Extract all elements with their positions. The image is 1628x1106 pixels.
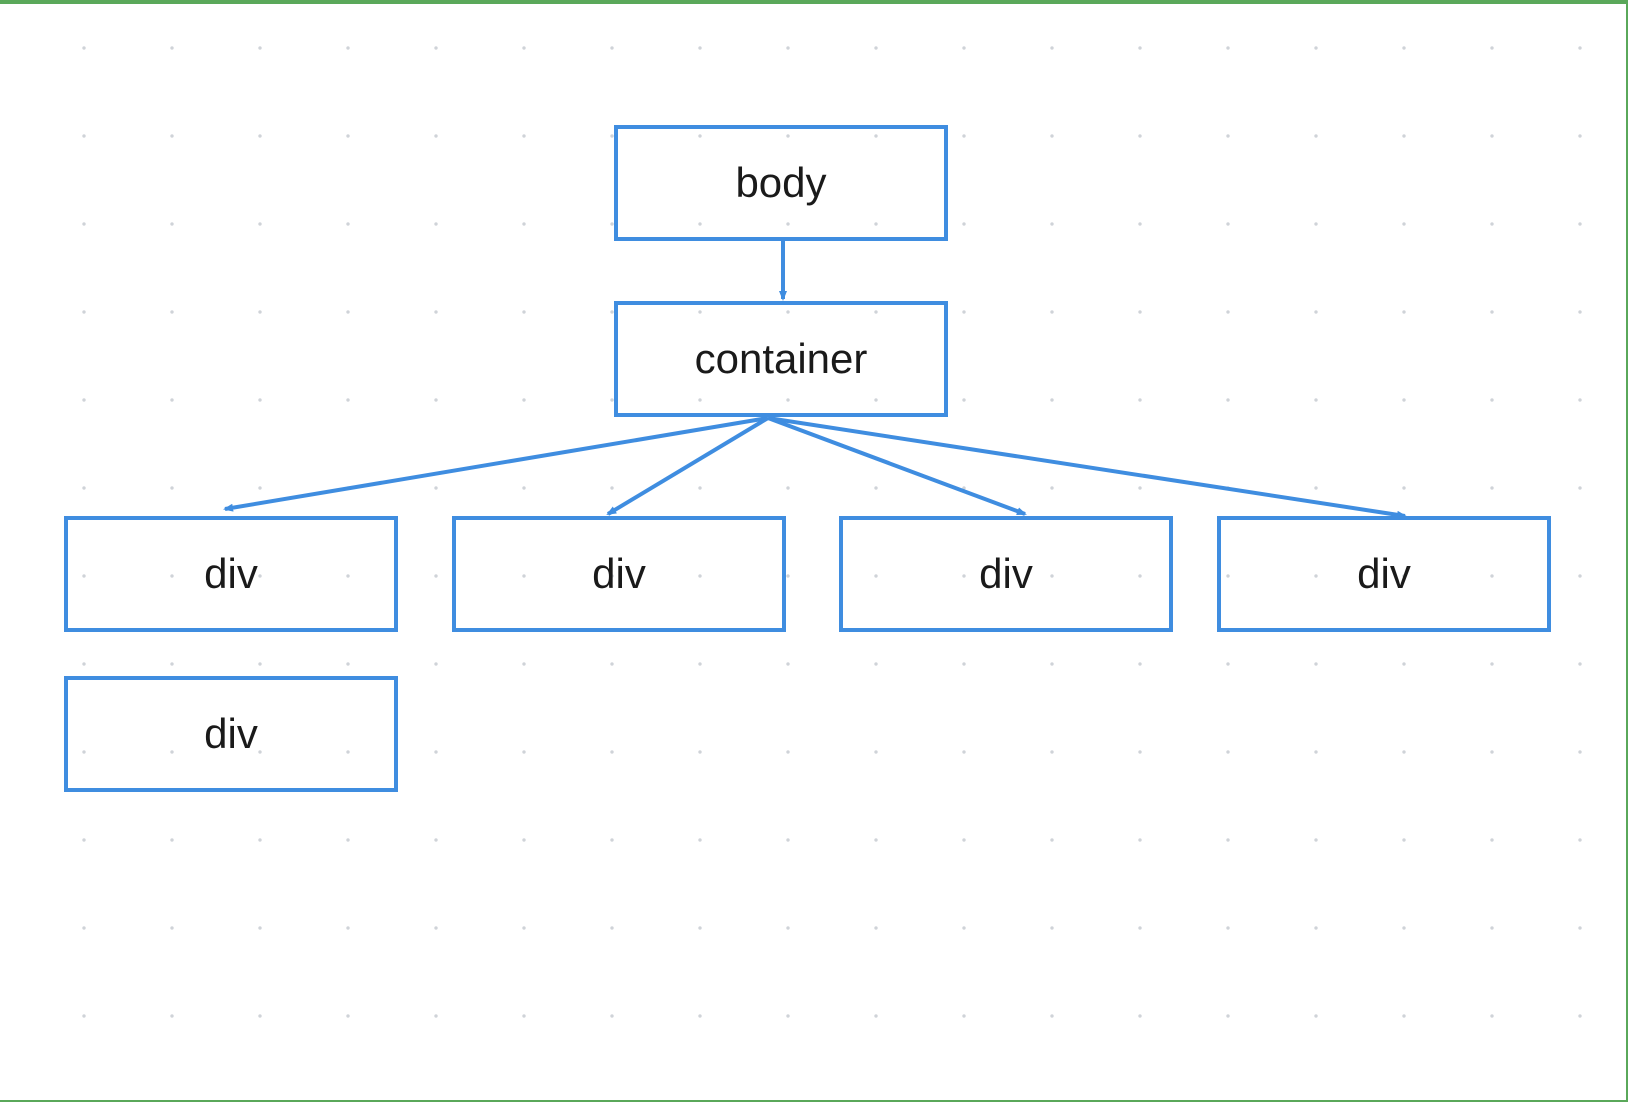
node-div-1[interactable]: div	[64, 516, 398, 632]
node-div-3[interactable]: div	[839, 516, 1173, 632]
node-label: div	[204, 710, 258, 757]
node-div-2[interactable]: div	[452, 516, 786, 632]
node-label: div	[979, 550, 1033, 597]
edge-layer	[223, 241, 1407, 519]
node-label: div	[204, 550, 258, 597]
edge-container-to-div-2[interactable]	[606, 416, 770, 516]
node-div-4[interactable]: div	[1217, 516, 1551, 632]
edge-container-to-div-1[interactable]	[223, 416, 769, 512]
node-label: body	[735, 159, 827, 206]
edge-container-to-div-3[interactable]	[767, 416, 1027, 516]
node-body[interactable]: body	[614, 125, 948, 241]
node-label: div	[1357, 550, 1411, 597]
node-container[interactable]: container	[614, 301, 948, 417]
node-div-5[interactable]: div	[64, 676, 398, 792]
node-label: container	[694, 335, 868, 382]
edge-container-to-div-4[interactable]	[767, 416, 1407, 519]
node-label: div	[592, 550, 646, 597]
